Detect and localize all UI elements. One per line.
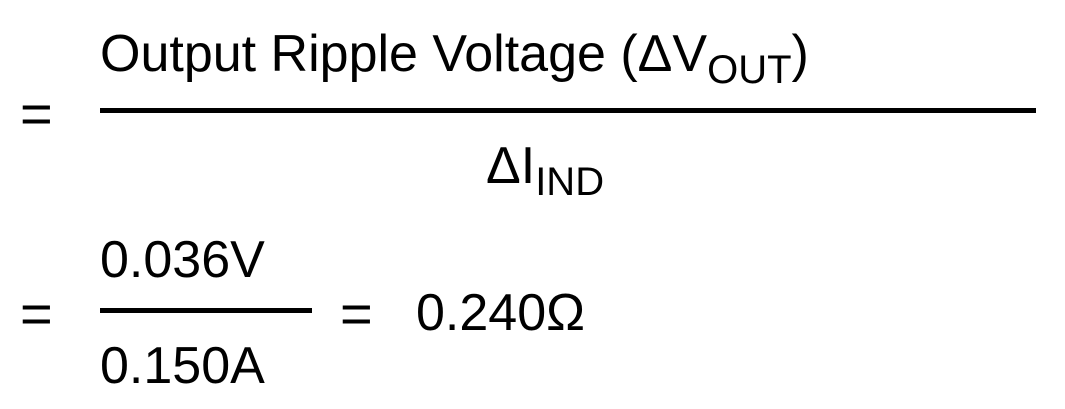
fraction-bar-2 (100, 308, 312, 313)
result-value: 0.240Ω (416, 284, 585, 342)
numerator-text: Output Ripple Voltage (ΔV (100, 25, 708, 83)
numerator-subscript: OUT (707, 48, 792, 92)
numerator-value: 0.036V (100, 231, 265, 289)
equals-sign-1: = (20, 82, 53, 145)
numerator-ripple-voltage: Output Ripple Voltage (ΔVOUT) (100, 25, 809, 90)
denominator-text: ΔI (486, 137, 536, 195)
equals-sign-3: = (340, 282, 373, 345)
fraction-bar-1 (100, 108, 1036, 113)
equals-sign-2: = (20, 282, 53, 345)
denominator-subscript: IND (535, 160, 605, 204)
denominator-delta-i-ind: ΔIIND (486, 137, 604, 202)
denominator-value: 0.150A (100, 337, 265, 395)
numerator-closing: ) (791, 25, 809, 83)
